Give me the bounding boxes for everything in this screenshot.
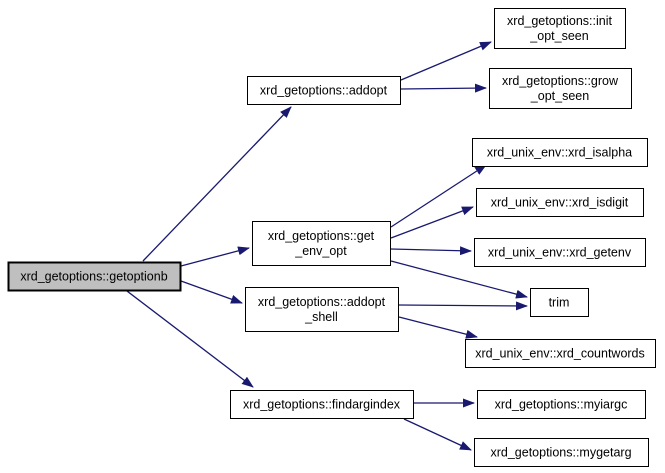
node-label: xrd_getoptions::findargindex [243, 398, 401, 412]
edge-addopt-to-init_opt_seen [400, 41, 492, 81]
node-label: xrd_getoptions::grow_opt_seen [502, 74, 619, 103]
node-label: xrd_getoptions::getoptionb [20, 270, 167, 284]
node-xrd_isalpha[interactable]: xrd_unix_env::xrd_isalpha [472, 138, 648, 167]
edge-getoptionb-to-addopt_shell [180, 280, 243, 304]
node-init_opt_seen[interactable]: xrd_getoptions::init_opt_seen [494, 8, 626, 49]
edge-get_env_opt-to-xrd_isalpha [390, 164, 487, 228]
node-label: xrd_unix_env::xrd_countwords [475, 347, 645, 361]
node-get_env_opt[interactable]: xrd_getoptions::get_env_opt [252, 221, 391, 266]
node-label: xrd_getoptions::addopt_shell [258, 295, 386, 324]
node-mygetarg[interactable]: xrd_getoptions::mygetarg [474, 438, 649, 467]
edge-get_env_opt-to-xrd_getenv [390, 246, 472, 256]
node-xrd_countwords[interactable]: xrd_unix_env::xrd_countwords [465, 339, 656, 368]
node-grow_opt_seen[interactable]: xrd_getoptions::grow_opt_seen [489, 68, 632, 109]
node-label: xrd_getoptions::mygetarg [490, 446, 631, 460]
node-label: xrd_getoptions::myiargc [495, 398, 628, 412]
node-label: xrd_getoptions::get_env_opt [268, 229, 375, 258]
node-myiargc[interactable]: xrd_getoptions::myiargc [477, 390, 646, 419]
node-label: trim [549, 296, 570, 310]
node-label: xrd_unix_env::xrd_isalpha [487, 146, 632, 160]
edge-getoptionb-to-addopt [142, 106, 292, 262]
edge-getoptionb-to-get_env_opt [180, 246, 250, 267]
node-xrd_isdigit[interactable]: xrd_unix_env::xrd_isdigit [476, 188, 644, 217]
edge-get_env_opt-to-trim [390, 260, 528, 299]
node-getoptionb: xrd_getoptions::getoptionb [7, 261, 182, 292]
node-findargindex[interactable]: xrd_getoptions::findargindex [230, 390, 414, 419]
node-label: xrd_unix_env::xrd_isdigit [491, 196, 629, 210]
edge-getoptionb-to-findargindex [126, 290, 254, 388]
node-trim[interactable]: trim [530, 288, 589, 317]
edge-addopt-to-grow_opt_seen [400, 83, 487, 93]
edge-get_env_opt-to-xrd_isdigit [390, 206, 474, 239]
edge-findargindex-to-mygetarg [403, 418, 472, 451]
edge-addopt_shell-to-trim [398, 301, 528, 311]
node-addopt[interactable]: xrd_getoptions::addopt [247, 76, 401, 105]
node-label: xrd_getoptions::init_opt_seen [507, 14, 612, 43]
edge-addopt_shell-to-xrd_countwords [398, 316, 478, 339]
node-label: xrd_getoptions::addopt [260, 84, 388, 98]
node-xrd_getenv[interactable]: xrd_unix_env::xrd_getenv [474, 238, 646, 267]
node-label: xrd_unix_env::xrd_getenv [488, 246, 632, 260]
node-addopt_shell[interactable]: xrd_getoptions::addopt_shell [245, 287, 399, 332]
